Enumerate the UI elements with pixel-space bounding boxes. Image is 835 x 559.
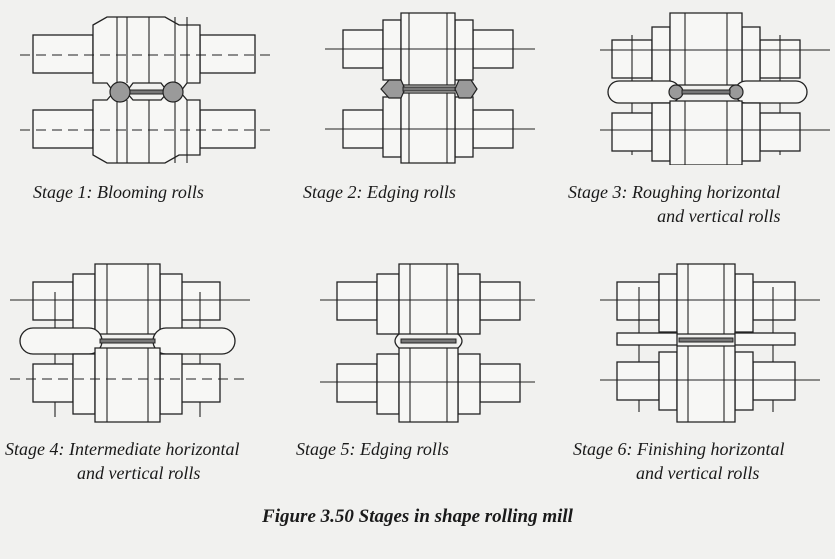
stage-6-diagram bbox=[595, 262, 830, 427]
stage-3-caption-line-2: and vertical rolls bbox=[657, 206, 781, 226]
stage-5-diagram bbox=[315, 262, 540, 427]
finishing-bar bbox=[678, 337, 734, 343]
top-horizontal-roll bbox=[611, 12, 801, 86]
edging-bar bbox=[400, 338, 457, 344]
vertical-roll-right bbox=[734, 80, 808, 104]
edge-bar-left bbox=[380, 79, 406, 99]
top-horizontal-roll bbox=[616, 263, 796, 335]
bottom-horizontal-roll bbox=[616, 345, 796, 423]
stage-4-caption-line-2: and vertical rolls bbox=[77, 463, 201, 483]
stage-3-caption: Stage 3: Roughing horizontal and vertica… bbox=[568, 180, 781, 228]
stage-3-diagram bbox=[590, 5, 835, 165]
edge-bar-right bbox=[454, 79, 478, 99]
vertical-roll-left bbox=[19, 327, 103, 355]
stage-1-diagram bbox=[15, 5, 275, 165]
vertical-roll-right bbox=[152, 327, 236, 355]
stage-2-caption-line: Stage 2: Edging rolls bbox=[303, 182, 456, 202]
rough-bar-left bbox=[668, 84, 684, 100]
top-horizontal-roll bbox=[336, 263, 521, 335]
vertical-roll-left bbox=[616, 332, 678, 346]
bloom-bar-left bbox=[109, 81, 131, 103]
stage-3-caption-line-1: Stage 3: Roughing horizontal bbox=[568, 182, 781, 202]
stage-1-caption: Stage 1: Blooming rolls bbox=[33, 180, 204, 204]
bottom-horizontal-roll bbox=[336, 347, 521, 423]
vertical-roll-right bbox=[734, 332, 796, 346]
stage-4-caption-line-1: Stage 4: Intermediate horizontal bbox=[5, 439, 240, 459]
bloom-bar-right bbox=[162, 81, 184, 103]
intermediate-bar bbox=[99, 338, 156, 344]
bottom-horizontal-roll bbox=[611, 100, 801, 165]
stage-4-diagram bbox=[5, 262, 260, 427]
top-horizontal-roll bbox=[32, 16, 256, 92]
rough-bar-right bbox=[728, 84, 744, 100]
bottom-horizontal-roll bbox=[32, 92, 256, 164]
stage-1-caption-line: Stage 1: Blooming rolls bbox=[33, 182, 204, 202]
stage-5-caption: Stage 5: Edging rolls bbox=[296, 437, 449, 461]
stage-5-caption-line: Stage 5: Edging rolls bbox=[296, 439, 449, 459]
stage-6-caption-line-1: Stage 6: Finishing horizontal bbox=[573, 439, 785, 459]
stage-4-caption: Stage 4: Intermediate horizontal and ver… bbox=[5, 437, 239, 485]
figure-caption: Figure 3.50 Stages in shape rolling mill bbox=[262, 506, 573, 527]
top-horizontal-roll bbox=[32, 263, 221, 335]
stage-2-caption: Stage 2: Edging rolls bbox=[303, 180, 456, 204]
stage-6-caption: Stage 6: Finishing horizontal and vertic… bbox=[573, 437, 785, 485]
bottom-horizontal-roll bbox=[342, 92, 514, 164]
stage-6-caption-line-2: and vertical rolls bbox=[636, 463, 760, 483]
bottom-horizontal-roll bbox=[32, 347, 221, 423]
stage-2-diagram bbox=[305, 5, 550, 165]
